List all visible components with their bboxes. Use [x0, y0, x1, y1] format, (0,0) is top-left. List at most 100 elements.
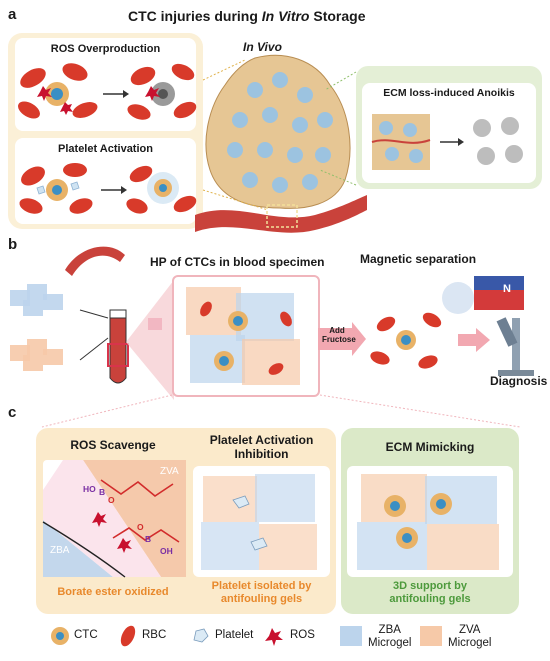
- panel-a-title-italic: In Vitro: [261, 8, 310, 24]
- zoom-line: [41, 394, 173, 428]
- tumor-cell: [272, 177, 288, 193]
- legend-ctc-label: CTC: [74, 629, 98, 641]
- arrow-head-icon: [458, 138, 464, 146]
- magnetic-separation-label: Magnetic separation: [360, 252, 477, 266]
- rbc-cell: [422, 312, 442, 328]
- zva-microgel: [427, 524, 499, 570]
- ros-burst-icon: [117, 538, 132, 553]
- ctc-legend-nucleus: [56, 632, 64, 640]
- ros-burst-icon: [37, 86, 52, 101]
- zba-microgel-pile-icon: [10, 284, 63, 316]
- hp-label: HP of CTCs in blood specimen: [150, 255, 325, 269]
- zba-legend-icon: [340, 626, 362, 646]
- support-caption: 3D support by antifouling gels: [341, 580, 519, 606]
- blood-vessel: [195, 195, 367, 233]
- microscope-arm: [512, 318, 520, 370]
- tumor-cell: [297, 87, 313, 103]
- legend-zva-label: ZVA Microgel: [448, 624, 491, 650]
- zoom-line: [202, 189, 269, 211]
- zva-tag: ZVA: [160, 466, 179, 477]
- legend-zba-line2: Microgel: [368, 637, 412, 649]
- ros-overproduction-illustration: [18, 63, 197, 120]
- ctc-nucleus: [219, 356, 229, 366]
- polymer-chain: [100, 479, 174, 497]
- chem-b-top: B: [99, 487, 106, 497]
- microgel-cluster: [442, 282, 474, 314]
- platelet-inhibition-illustration: [201, 474, 317, 570]
- zoom-line: [324, 71, 357, 91]
- tumor-cell: [302, 174, 318, 190]
- rbc-cell: [173, 101, 197, 119]
- rbc-cell: [268, 363, 284, 375]
- ecm-mimicking-illustration: [357, 474, 499, 570]
- platelet-activation-illustration: [19, 163, 197, 214]
- chem-oh-bottom: OH: [160, 546, 173, 556]
- tumor-cell: [257, 142, 273, 158]
- damaged-ctc-nucleus: [158, 89, 168, 99]
- detached-cell: [501, 117, 519, 135]
- ctc-nucleus: [390, 501, 400, 511]
- legend-rbc-label: RBC: [142, 629, 167, 641]
- panel-a-letter: a: [8, 6, 17, 23]
- zva-microgel: [242, 339, 300, 385]
- zba-microgel: [357, 522, 427, 570]
- tumor-cell: [317, 112, 333, 128]
- zba-microgel: [201, 522, 259, 570]
- highlight-region: [266, 204, 298, 228]
- ros-legend-icon: [265, 628, 283, 646]
- add-fructose-label: Add Fructose: [322, 326, 356, 344]
- panel-a-title-suffix: Storage: [309, 8, 366, 24]
- ctc-nucleus: [51, 88, 63, 100]
- ctc-nucleus: [436, 499, 446, 509]
- tumor-cell: [232, 112, 248, 128]
- platelet-isolated-caption-line2: antifouling gels: [220, 593, 303, 605]
- tube-window: [107, 343, 129, 367]
- detached-cell: [477, 147, 495, 165]
- zba-microgel: [43, 294, 63, 310]
- add-fructose-line2: Fructose: [322, 335, 356, 344]
- ros-scavenge-title: ROS Scavenge: [70, 438, 156, 452]
- rbc-cell: [129, 165, 153, 183]
- tumor-cell: [227, 142, 243, 158]
- add-fructose-arrow: [318, 322, 366, 356]
- ros-burst-icon: [92, 512, 107, 527]
- ros-burst-icon: [60, 102, 73, 115]
- tumor-cell: [315, 147, 331, 163]
- tumor-cell: [272, 72, 288, 88]
- rbc-legend-icon: [120, 625, 136, 647]
- blood-vessel-sample-icon: [65, 246, 125, 276]
- rbc-cell: [20, 68, 46, 88]
- zoom-dotted-lines: [202, 59, 357, 211]
- panel-a-title-prefix: CTC injuries during: [128, 8, 262, 24]
- sample-tube-icon: [79, 309, 129, 384]
- legend-zva-line1: ZVA: [458, 624, 481, 636]
- rbc-cell: [171, 63, 195, 81]
- platelet-activation-label: Platelet Activation: [58, 143, 153, 155]
- ctc-nucleus: [159, 184, 167, 192]
- zva-region: [83, 460, 186, 577]
- hp-specimen-illustration: [186, 287, 300, 385]
- rbc-cell: [173, 195, 197, 213]
- platelet-inhibition-title-line2: Inhibition: [234, 447, 289, 461]
- magnetic-separation-illustration: [370, 276, 534, 376]
- platelet-inhibition-title: Platelet Activation Inhibition: [189, 433, 334, 461]
- rbc-cell: [69, 198, 93, 214]
- microscope-base: [498, 370, 534, 376]
- rbc-cell: [72, 102, 98, 118]
- legend-ros-label: ROS: [290, 629, 315, 641]
- ecm-fiber: [371, 139, 431, 144]
- magnet-pole: [474, 276, 524, 290]
- blood-vessel: [65, 246, 125, 276]
- tumor-cell: [385, 147, 399, 161]
- rbc-cell: [376, 316, 396, 332]
- support-caption-line2: antifouling gels: [389, 593, 471, 605]
- polymer-backbone: [42, 521, 126, 578]
- zva-microgel: [43, 349, 63, 365]
- tumor-cell: [403, 123, 417, 137]
- rbc-cell: [126, 198, 148, 214]
- tumor-cell: [247, 82, 263, 98]
- platelet-isolated-caption: Platelet isolated by antifouling gels: [189, 580, 334, 606]
- ros-burst-icon: [145, 86, 160, 101]
- arrow-line: [79, 309, 109, 319]
- ecm-mimicking-title: ECM Mimicking: [385, 440, 475, 454]
